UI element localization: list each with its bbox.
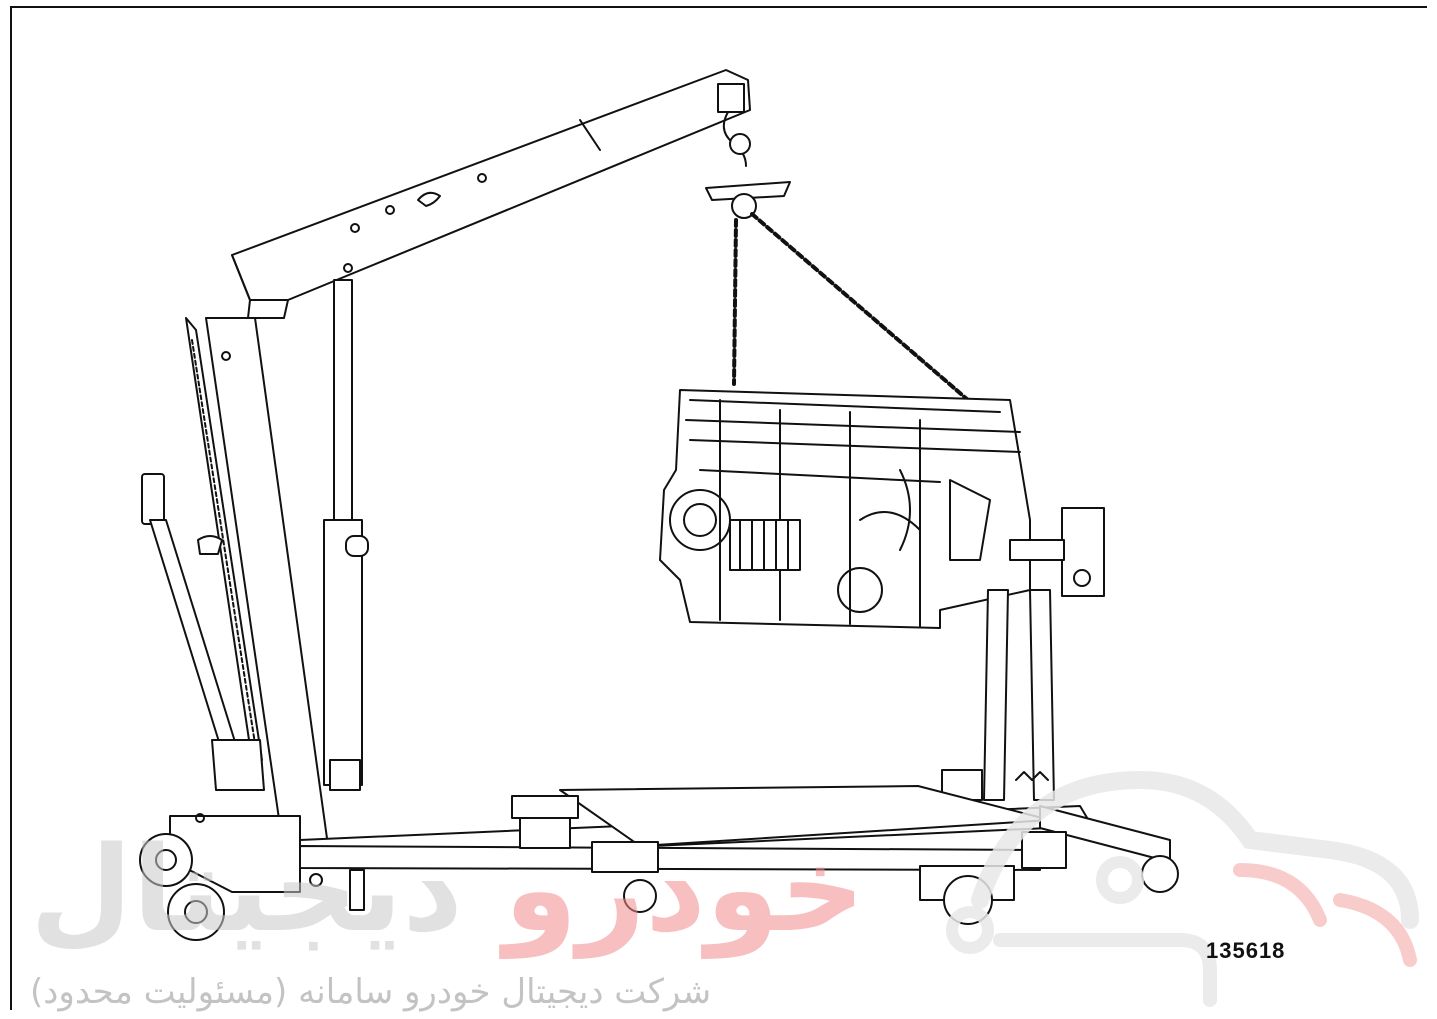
pump-handle	[141, 473, 265, 791]
hoist-base	[169, 785, 1171, 911]
hydraulic-ram	[323, 279, 369, 791]
engine-block	[659, 389, 1031, 629]
hoist-boom	[231, 69, 751, 319]
caster-wheels	[139, 833, 1179, 941]
figure-frame	[10, 6, 1427, 1010]
engine-stand	[941, 507, 1105, 801]
figure-id-label: 135618	[1206, 938, 1286, 963]
watermark-brand: خودرو دیجیتال	[30, 820, 865, 958]
watermark-brand-grey: دیجیتال	[30, 820, 463, 958]
watermark-brand-red: خودرو	[504, 820, 865, 958]
hook-and-chain	[705, 111, 970, 402]
watermark-tagline: شرکت دیجیتال خودرو سامانه (مسئولیت محدود…	[30, 972, 712, 1012]
